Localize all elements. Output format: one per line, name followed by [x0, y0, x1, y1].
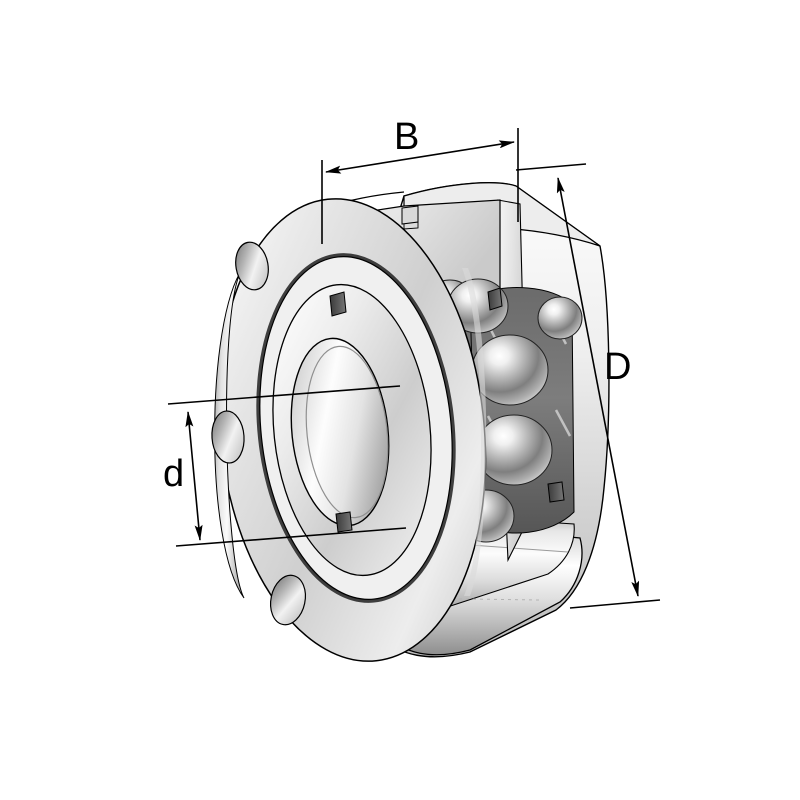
dimension-B: [321, 128, 519, 244]
mounting-hole-top-left: [235, 241, 269, 291]
dimension-d-extension-bottom: [175, 527, 407, 547]
mounting-flange: [211, 198, 487, 662]
dimension-label-B: B: [394, 116, 420, 158]
flange-mounting-holes: [211, 241, 307, 626]
dimension-B-arrow-line: [325, 140, 515, 174]
dimension-D-extension-bottom: [569, 599, 661, 609]
mounting-hole-bottom-left: [269, 574, 307, 626]
dimension-d-extension-top: [167, 385, 401, 405]
mounting-hole-left: [211, 410, 245, 464]
dimension-D-arrow-line: [556, 177, 640, 597]
dimension-D: [515, 163, 661, 609]
dimension-label-d: d: [163, 453, 185, 495]
dimension-D-extension-top: [515, 163, 587, 171]
ball-row-right: [447, 278, 583, 543]
dimension-label-D: D: [604, 346, 632, 388]
dimension-d-arrow-line: [185, 411, 203, 541]
seals: [329, 205, 565, 533]
dimension-d: [167, 385, 407, 547]
